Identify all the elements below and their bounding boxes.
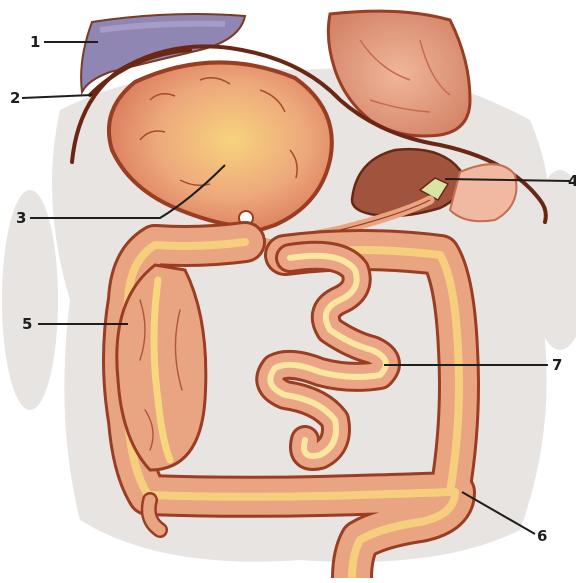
- leader-line-2: [22, 95, 92, 98]
- label-4: 4: [568, 173, 576, 189]
- label-7: 7: [552, 357, 562, 373]
- label-5: 5: [22, 316, 32, 332]
- label-6: 6: [537, 528, 547, 544]
- label-2: 2: [10, 90, 20, 106]
- label-1: 1: [30, 34, 40, 50]
- label-3: 3: [16, 210, 26, 226]
